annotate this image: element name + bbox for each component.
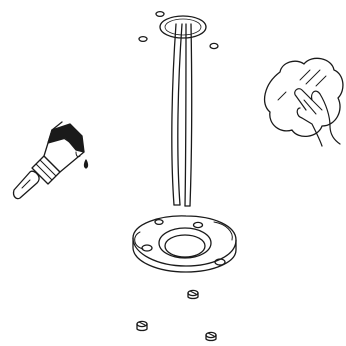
screw-3 [206, 332, 216, 340]
screw-1 [188, 290, 198, 298]
ceiling-hole-icon [160, 16, 206, 38]
mount-base-icon [133, 216, 236, 272]
screw-icon [137, 290, 216, 340]
ceiling-screw-holes [139, 12, 218, 49]
cable-icon [172, 24, 192, 206]
screw-2 [137, 321, 147, 330]
paintbrush-icon [14, 122, 88, 199]
cleaning-cloth-icon [265, 58, 343, 146]
